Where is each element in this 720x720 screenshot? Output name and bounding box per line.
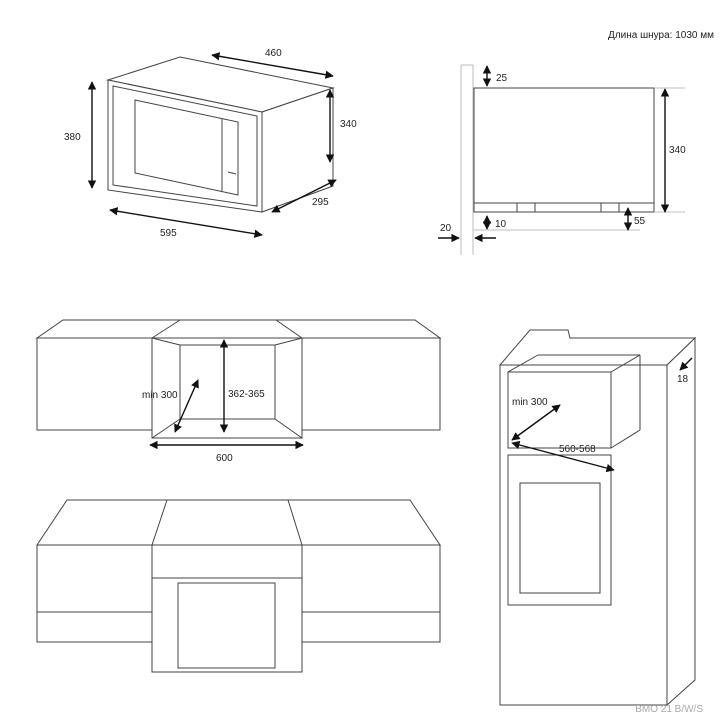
depth-label: 460 xyxy=(265,48,282,59)
base-label: 55 xyxy=(634,216,646,227)
bottom-gap-label: 10 xyxy=(495,219,507,230)
side-depth-label: 295 xyxy=(312,197,329,208)
cord-length-label: Длина шнура: 1030 мм xyxy=(608,30,714,41)
top-gap-label: 25 xyxy=(496,73,508,84)
base-cabinet-view xyxy=(36,499,441,673)
niche-depth-label: min 300 xyxy=(142,390,178,401)
tall-width-label: 560-568 xyxy=(559,444,596,455)
width-label: 595 xyxy=(160,228,177,239)
tall-depth-label: min 300 xyxy=(512,397,548,408)
panel-thickness-label: 18 xyxy=(677,374,689,385)
side-height-label: 340 xyxy=(669,145,686,156)
niche-width-label: 600 xyxy=(216,453,233,464)
side-view: 25 340 10 55 20 xyxy=(438,64,686,255)
height-label: 380 xyxy=(64,132,81,143)
body-height-label: 340 xyxy=(340,119,357,130)
wall-label: 20 xyxy=(440,223,452,234)
microwave-iso-view: 380 460 340 595 295 xyxy=(64,48,357,239)
niche-height-label: 362-365 xyxy=(228,389,265,400)
wall-cabinet-view: 362-365 min 300 600 xyxy=(35,319,442,464)
model-label: BMO 21 B/W/S xyxy=(635,704,703,715)
tall-cabinet-view: min 300 560-568 18 xyxy=(498,329,697,707)
